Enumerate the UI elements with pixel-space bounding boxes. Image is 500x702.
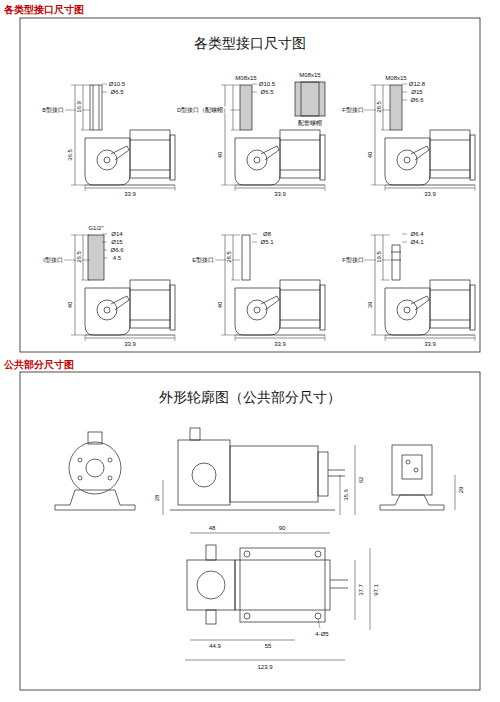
dimension-label: 123.9: [256, 664, 273, 670]
dimension-label: 28.5: [226, 250, 232, 264]
dimension-label: Ø15: [410, 89, 423, 95]
dimension-label: Ø15: [110, 239, 123, 245]
dimension-label: Ø14: [110, 231, 123, 237]
dimension-label: 33.9: [273, 191, 287, 197]
dimension-label: Ø6.5: [109, 89, 124, 95]
dimension-label: Ø4.1: [409, 239, 424, 245]
dimension-label: 16.9: [76, 100, 82, 114]
port-type-label: F型接口: [341, 257, 364, 264]
dimension-label: G1/2": [87, 225, 104, 231]
port-type-label: E型接口: [191, 257, 215, 264]
dimension-label: M08x15: [234, 75, 257, 81]
dimension-label: 48: [208, 525, 217, 531]
heading: 各类型接口尺寸图: [4, 3, 84, 17]
dimension-label: Ø8: [262, 231, 272, 237]
dimension-label: 62: [358, 476, 364, 485]
dimension-label: 97.1: [373, 583, 379, 597]
heading: 公共部分尺寸图: [4, 358, 74, 372]
dimension-label: 33.9: [423, 341, 437, 347]
heading: 外形轮廓图（公共部分尺寸）: [159, 389, 341, 407]
dimension-label: 40: [217, 151, 223, 160]
dimension-label: 29: [458, 486, 464, 495]
dimension-label: 40: [67, 301, 73, 310]
dimension-label: M08x15: [298, 72, 321, 78]
dimension-label: 28: [154, 494, 160, 503]
dimension-label: Ø12.8: [408, 81, 426, 87]
dimension-label: 配套螺帽: [297, 119, 323, 128]
dimension-label: 4.5: [112, 255, 122, 261]
port-type-label: B型接口: [41, 107, 65, 114]
dimension-label: Ø10.5: [258, 81, 276, 87]
dimension-label: 28.5: [376, 100, 382, 114]
dimension-label: Ø6.4: [409, 231, 424, 237]
dimension-label: 40: [367, 151, 373, 160]
port-type-label: F型接口: [341, 107, 364, 114]
dimension-label: 55: [264, 643, 273, 649]
dimension-label: Ø6.5: [259, 89, 274, 95]
dimension-label: Ø6.6: [109, 247, 124, 253]
dimension-label: 33.9: [423, 191, 437, 197]
dimension-label: 37.7: [358, 583, 364, 597]
dimension-label: 33.9: [123, 341, 137, 347]
dimension-label: 26.5: [76, 250, 82, 264]
dimension-label: 33.9: [123, 191, 137, 197]
dimension-label: 39: [367, 301, 373, 310]
heading: 各类型接口尺寸图: [194, 35, 306, 53]
dimension-label: 90: [278, 525, 287, 531]
dimension-label: 40: [217, 301, 223, 310]
dimension-label: Ø6.6: [409, 97, 424, 103]
port-type-label: D型接口（配螺帽）: [176, 107, 230, 114]
dimension-label: M08x15: [384, 75, 407, 81]
dimension-label: 4-Ø5: [314, 631, 329, 637]
dimension-label: 36.5: [67, 148, 73, 162]
dimension-label: 19.5: [376, 250, 382, 264]
dimension-label: Ø10.5: [108, 81, 126, 87]
dimension-label: 35.6: [343, 488, 349, 502]
dimension-label: 33.9: [273, 341, 287, 347]
dimension-label: 44.9: [208, 643, 222, 649]
dimension-label: Ø5.1: [259, 239, 274, 245]
port-type-label: I型接口: [42, 257, 64, 264]
